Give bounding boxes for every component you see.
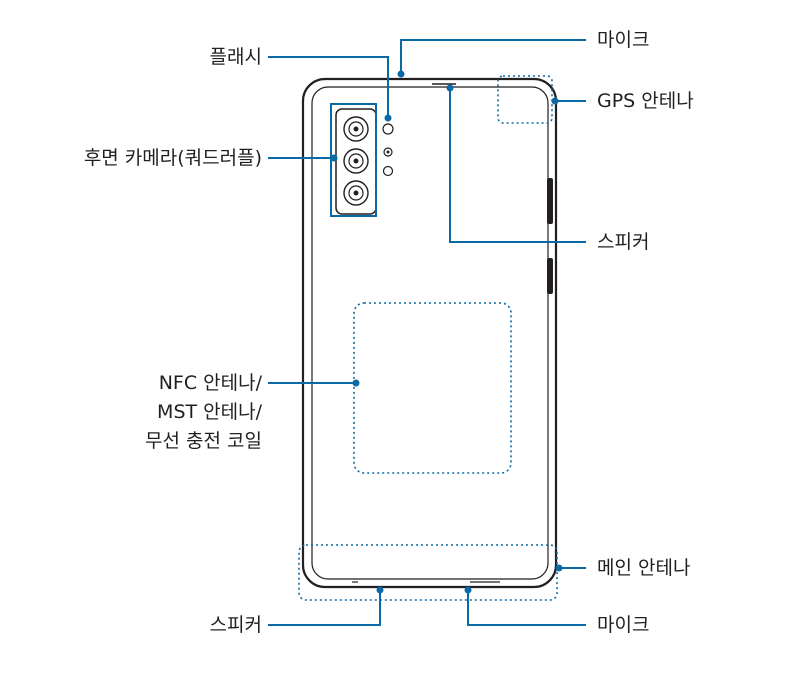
label-rear-camera: 후면 카메라(쿼드러플) xyxy=(83,147,262,169)
nfc-region xyxy=(353,302,512,474)
label-gps-antenna: GPS 안테나 xyxy=(597,90,694,112)
label-nfc-line3: 무선 충전 코일 xyxy=(145,430,262,452)
label-nfc-line2: MST 안테나/ xyxy=(157,401,262,423)
label-nfc-line1: NFC 안테나/ xyxy=(158,372,262,394)
label-flash: 플래시 xyxy=(209,46,262,68)
side-key xyxy=(547,258,553,294)
label-main-antenna: 메인 안테나 xyxy=(597,557,691,579)
main-antenna-region xyxy=(298,544,558,601)
leader-dots xyxy=(330,70,563,594)
camera-module xyxy=(335,108,394,215)
volume-button xyxy=(547,178,553,224)
label-speaker-top: 스피커 xyxy=(597,231,650,253)
label-mic-bottom: 마이크 xyxy=(597,614,650,636)
label-speaker-bottom: 스피커 xyxy=(209,614,262,636)
leader-lines xyxy=(268,39,586,626)
flash-icon xyxy=(382,123,394,135)
label-mic-top: 마이크 xyxy=(597,29,650,51)
camera-highlight-box xyxy=(330,103,377,217)
